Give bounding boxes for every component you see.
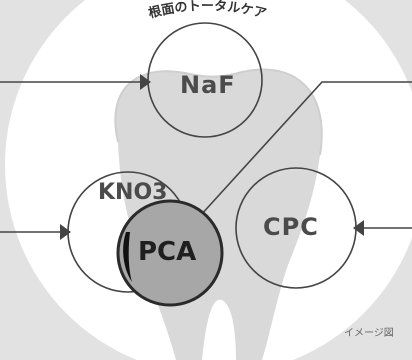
connector-nub-kno3 <box>60 224 71 240</box>
kno3-label: KNO3 <box>98 180 167 205</box>
pca-circle <box>116 199 224 307</box>
connector-nub-cpc <box>353 220 364 236</box>
naf-label: NaF <box>180 71 236 99</box>
pca-crescent <box>123 232 132 282</box>
cpc-circle <box>235 167 357 289</box>
image-note: イメージ図 <box>344 327 394 339</box>
tooth-outline <box>114 68 323 156</box>
cpc-label: CPC <box>263 213 319 241</box>
connector-nub-naf <box>140 74 151 90</box>
pca-label: PCA <box>138 237 196 267</box>
leader-line-pca <box>199 81 412 217</box>
naf-circle <box>147 22 263 138</box>
